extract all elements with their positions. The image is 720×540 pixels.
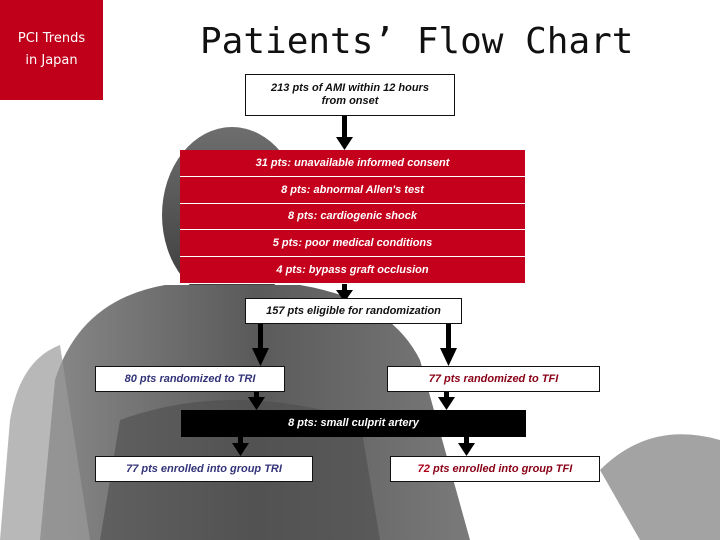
eligible-box: 157 pts eligible for randomization — [245, 298, 462, 324]
randomized-tri-label: 80 pts randomized to TRI — [124, 372, 256, 385]
exclusion-row: 31 pts: unavailable informed consent — [180, 150, 525, 177]
randomized-tfi-box: 77 pts randomized to TFI — [387, 366, 600, 392]
enrolled-tfi-text: pts enrolled into group TFI — [429, 462, 573, 475]
badge-line-2: in Japan — [25, 53, 78, 68]
badge-line-1: PCI Trends — [17, 31, 86, 46]
start-line-1: 213 pts of AMI within 12 hours — [271, 82, 429, 94]
exclusion-label: 31 pts: unavailable informed consent — [255, 156, 450, 169]
randomized-tri-box: 80 pts randomized to TRI — [95, 366, 285, 392]
exclusion-row: 8 pts: abnormal Allen's test — [180, 177, 525, 204]
enrolled-tfi-count: 72 — [417, 462, 430, 475]
exclusion-label: 5 pts: poor medical conditions — [272, 236, 433, 249]
small-culprit-label: 8 pts: small culprit artery — [288, 417, 419, 429]
randomized-tfi-label: 77 pts randomized to TFI — [428, 372, 559, 385]
page-title: Patients’ Flow Chart — [200, 21, 634, 62]
small-culprit-exclusion-box: 8 pts: small culprit artery — [181, 410, 526, 437]
eligible-label: 157 pts eligible for randomization — [266, 304, 441, 317]
exclusion-label: 8 pts: cardiogenic shock — [288, 210, 417, 222]
exclusion-row: 4 pts: bypass graft occlusion — [180, 257, 525, 284]
exclusion-label: 8 pts: abnormal Allen's test — [281, 183, 424, 196]
exclusion-row: 8 pts: cardiogenic shock — [180, 204, 525, 230]
exclusion-label: 4 pts: bypass graft occlusion — [276, 263, 429, 276]
enrolled-tri-box: 77 pts enrolled into group TRI — [95, 456, 313, 482]
enrolled-tfi-box: 72 pts enrolled into group TFI — [390, 456, 600, 482]
start-box: 213 pts of AMI within 12 hours from onse… — [245, 74, 455, 116]
exclusion-row: 5 pts: poor medical conditions — [180, 230, 525, 257]
enrolled-tri-label: 77 pts enrolled into group TRI — [126, 462, 282, 475]
enrolled-tfi-label: 72 pts enrolled into group TFI — [418, 463, 573, 476]
section-badge: PCI Trends in Japan — [0, 0, 103, 100]
start-line-2: from onset — [321, 95, 379, 107]
